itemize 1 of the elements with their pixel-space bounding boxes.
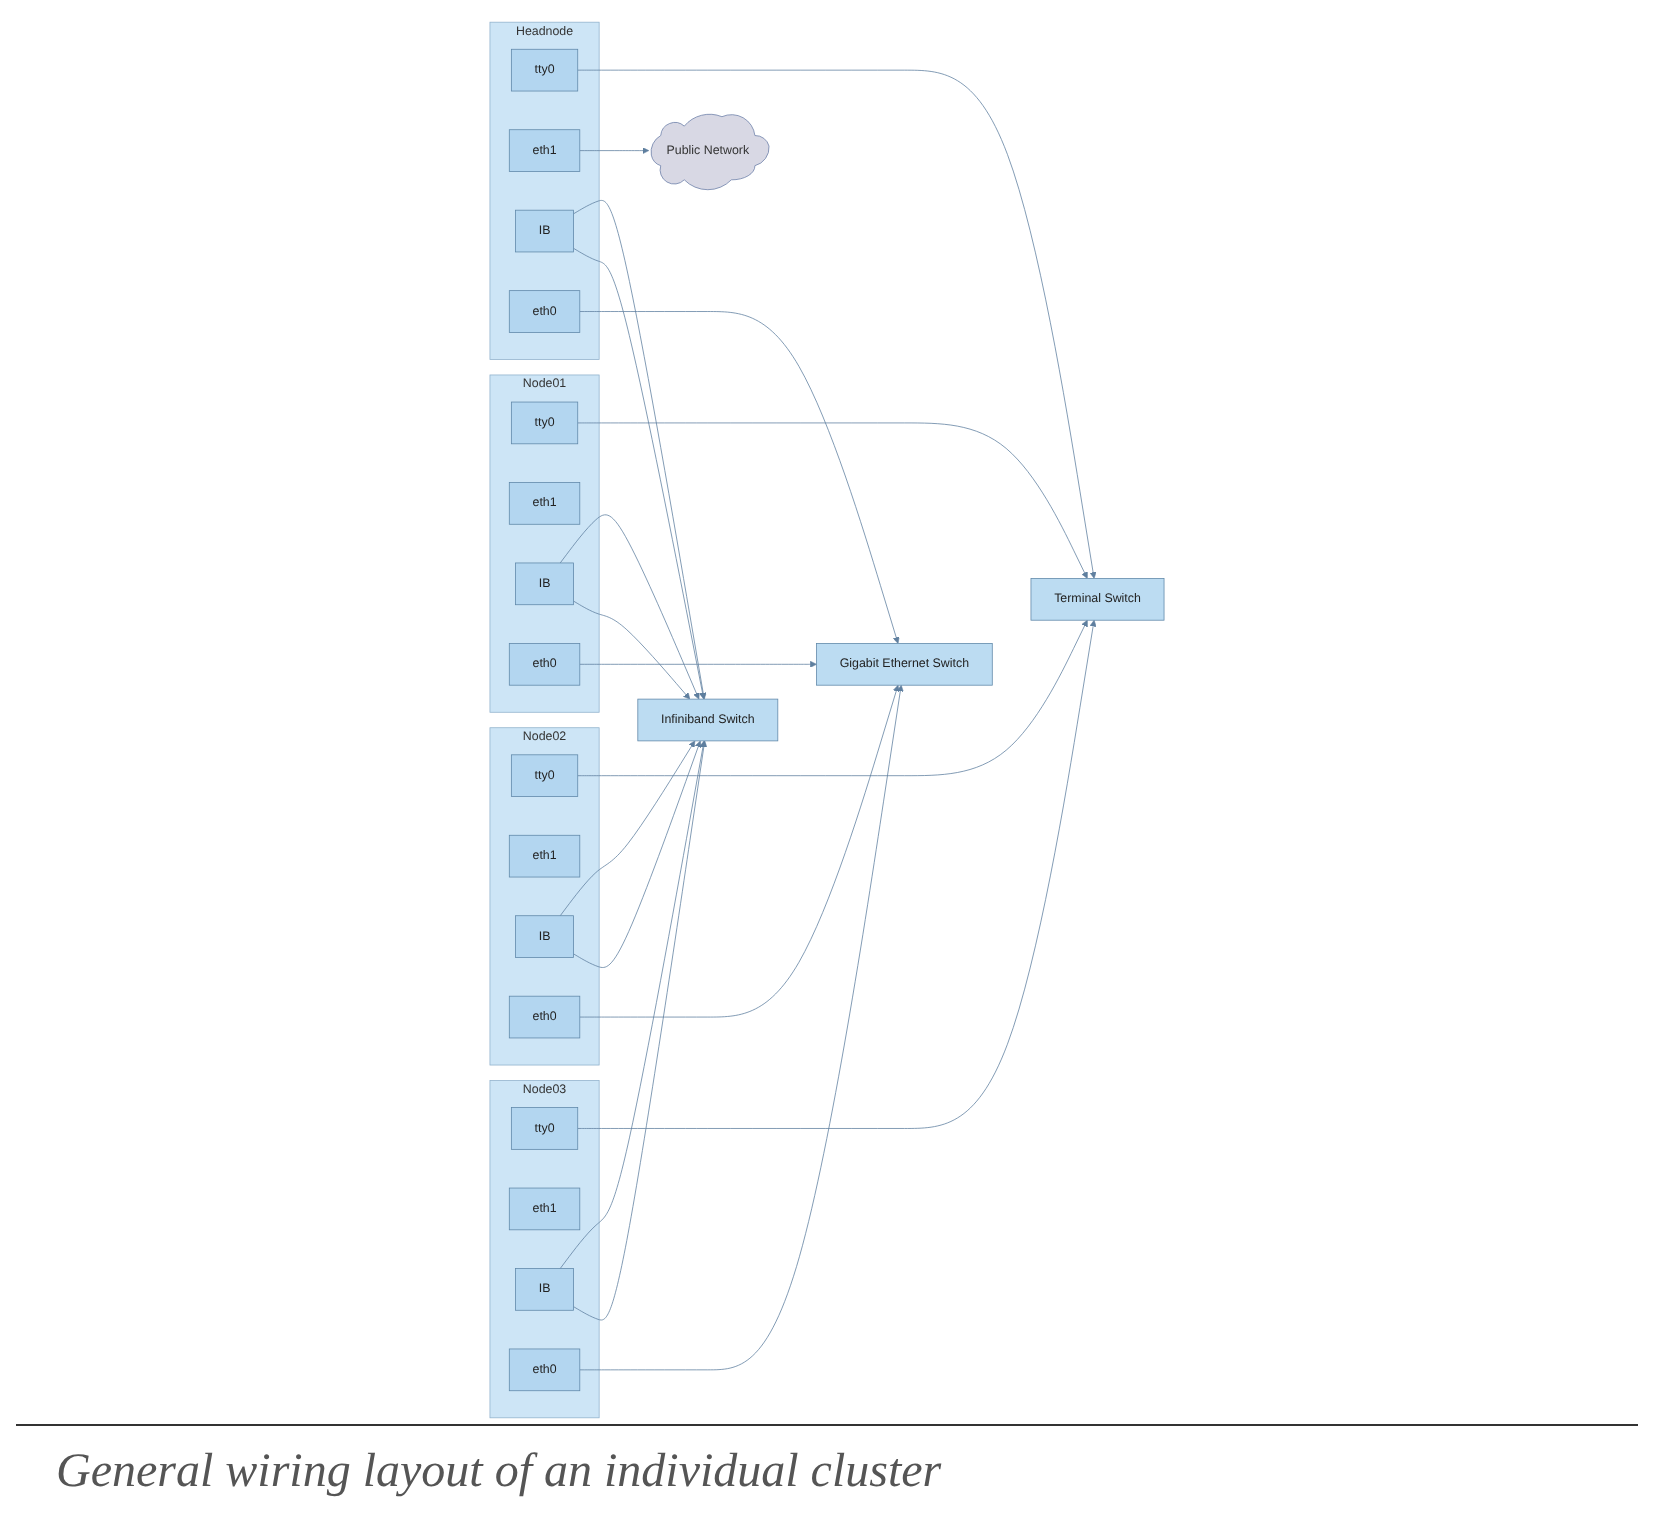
figure-caption: General wiring layout of an individual cluster	[16, 1424, 1638, 1520]
